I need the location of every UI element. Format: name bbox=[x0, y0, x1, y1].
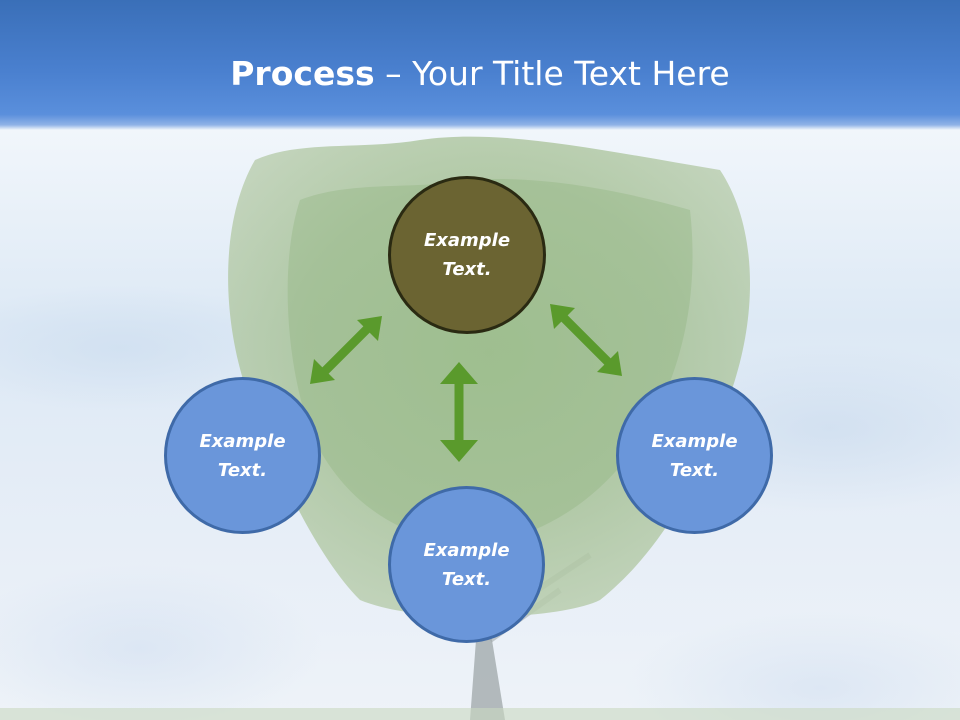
arrow-vertical bbox=[440, 362, 478, 462]
circle-right-text: Example Text. bbox=[651, 430, 738, 481]
arrow-top-right bbox=[550, 304, 622, 376]
circle-right[interactable]: Example Text. bbox=[616, 377, 773, 534]
title-bold: Process bbox=[230, 54, 375, 93]
circle-top[interactable]: Example Text. bbox=[388, 176, 546, 334]
title-rest: – Your Title Text Here bbox=[374, 54, 730, 93]
slide-title: Process – Your Title Text Here bbox=[0, 52, 960, 96]
circle-left-text: Example Text. bbox=[199, 430, 286, 481]
circle-bottom[interactable]: Example Text. bbox=[388, 486, 545, 643]
circle-top-text: Example Text. bbox=[423, 230, 511, 280]
title-bar bbox=[0, 0, 960, 130]
circle-left[interactable]: Example Text. bbox=[164, 377, 321, 534]
circle-bottom-text: Example Text. bbox=[423, 539, 510, 590]
arrow-top-left bbox=[310, 316, 382, 384]
